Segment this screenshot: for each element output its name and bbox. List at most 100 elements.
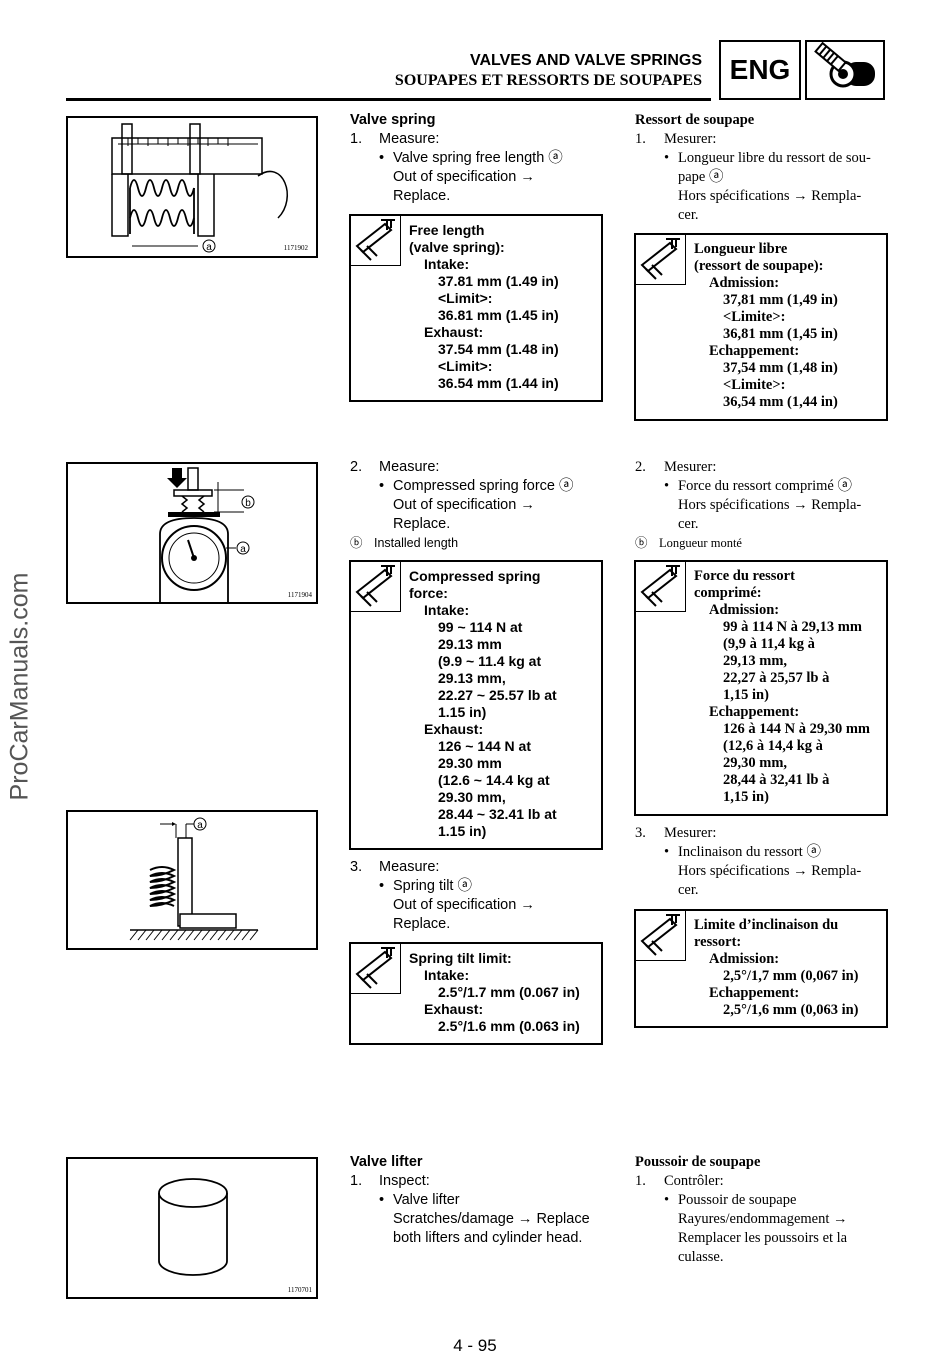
engine-wrench-icon	[805, 40, 885, 100]
spec-line: ressort:	[694, 934, 742, 950]
spec-value: 37.54 mm (1.48 in)	[438, 341, 559, 357]
item-text: Poussoir de soupape	[678, 1192, 797, 1208]
side-watermark: ProCarManuals.com	[5, 572, 34, 801]
spec-line: Admission:	[709, 602, 780, 618]
replace-text: Replace.	[393, 916, 451, 932]
caliper-icon	[636, 562, 686, 612]
oos-text: Out of specification →	[393, 897, 535, 913]
spec-box-free-length-fr: Longueur libre (ressort de soupape): Adm…	[634, 233, 888, 421]
spec-line: (valve spring):	[409, 239, 505, 255]
spec-line: Limite d’inclinaison du	[694, 917, 839, 933]
caliper-icon	[351, 562, 401, 612]
spec-value: (12,6 à 14,4 kg à	[723, 738, 823, 754]
oos-text: Hors spécifications → Rempla-	[678, 188, 862, 204]
item-text: Valve spring free length ⓐ	[393, 150, 563, 166]
spec-value: (12.6 ~ 14.4 kg at	[438, 772, 550, 788]
spec-line: Exhaust:	[424, 1001, 484, 1017]
step-number: 2.	[350, 459, 363, 475]
bullet: •	[379, 478, 385, 494]
bullet: •	[664, 1192, 670, 1208]
spec-value: 126 à 144 N à 29,30 mm	[723, 721, 871, 737]
replace-text: Replace.	[393, 516, 451, 532]
spec-box-compressed-force: Compressed spring force: Intake: 99 ~ 11…	[349, 560, 603, 850]
figure-code: 1171902	[284, 244, 309, 252]
figure-valve-lifter: 1170701	[66, 1157, 318, 1299]
valve-lifter-section-fr: Poussoir de soupape 1.Contrôler: •Pousso…	[635, 1153, 890, 1267]
step-number: 3.	[350, 859, 363, 875]
spec-line: comprimé:	[694, 585, 762, 601]
spec-line: <Limit>:	[438, 290, 493, 306]
figure-spring-scale: b a 1171904	[66, 462, 318, 604]
section-heading: Valve spring	[350, 112, 436, 128]
figure-label-a: a	[197, 820, 203, 831]
figure-spring-tilt: a	[66, 810, 318, 950]
spec-value: 22,27 à 25,57 lb à	[723, 670, 830, 686]
step-text: Contrôler:	[664, 1173, 724, 1189]
caliper-icon	[351, 216, 401, 266]
spec-value: (9.9 ~ 11.4 kg at	[438, 653, 542, 669]
spec-line: <Limite>:	[723, 377, 786, 393]
caliper-icon	[351, 944, 401, 994]
item-text: Force du ressort comprimé ⓐ	[678, 478, 852, 494]
section-subtitle: SOUPAPES ET RESSORTS DE SOUPAPES	[394, 72, 702, 89]
header-rule	[66, 98, 711, 101]
section-heading: Valve lifter	[350, 1154, 423, 1170]
spec-line: Echappement:	[709, 343, 800, 359]
bullet: •	[379, 878, 385, 894]
section-title: VALVES AND VALVE SPRINGS	[469, 52, 702, 69]
bullet: •	[664, 478, 670, 494]
spec-box-compressed-force-fr: Force du ressort comprimé: Admission: 99…	[634, 560, 888, 816]
item-text: Compressed spring force ⓐ	[393, 478, 574, 494]
valve-spring-section-fr: Ressort de soupape 1.Mesurer: •Longueur …	[635, 111, 890, 225]
figure-code: 1170701	[288, 1286, 313, 1294]
step-text: Mesurer:	[664, 131, 717, 147]
item-text: Rayures/endommagement →	[678, 1211, 848, 1227]
bullet: •	[664, 844, 670, 860]
step-number: 3.	[635, 825, 646, 841]
oos-text: cer.	[678, 516, 699, 532]
compressed-force-section-en: 2.Measure: •Compressed spring force ⓐ Ou…	[350, 458, 610, 553]
step-number: 1.	[635, 1173, 646, 1189]
spec-value: 2.5°/1.7 mm (0.067 in)	[438, 984, 580, 1000]
note-mark: ⓑ	[350, 536, 363, 550]
bullet: •	[664, 150, 670, 166]
spec-line: Longueur libre	[694, 241, 788, 257]
spec-value: 36.54 mm (1.44 in)	[438, 375, 559, 391]
step-number: 1.	[350, 131, 363, 147]
spec-value: 22.27 ~ 25.57 lb at	[438, 687, 557, 703]
spec-value: 29,30 mm,	[723, 755, 788, 771]
spec-value: 1,15 in)	[723, 687, 769, 703]
bullet: •	[379, 150, 385, 166]
step-text: Measure:	[379, 459, 440, 475]
step-text: Measure:	[379, 131, 440, 147]
item-text: both lifters and cylinder head.	[393, 1230, 583, 1246]
spec-value: 1.15 in)	[438, 823, 487, 839]
spec-line: Exhaust:	[424, 324, 484, 340]
figure-label-a: a	[206, 242, 212, 253]
step-number: 1.	[350, 1173, 363, 1189]
oos-text: Out of specification →	[393, 169, 535, 185]
spec-box-spring-tilt-fr: Limite d’inclinaison du ressort: Admissi…	[634, 909, 888, 1028]
step-number: 1.	[635, 131, 646, 147]
item-text: Scratches/damage → Replace	[393, 1211, 590, 1227]
spec-value: 29.13 mm,	[438, 670, 506, 686]
section-heading: Ressort de soupape	[635, 112, 755, 128]
spec-line: Force du ressort	[694, 568, 795, 584]
oos-text: cer.	[678, 882, 699, 898]
spec-value: 28,44 à 32,41 lb à	[723, 772, 830, 788]
step-text: Mesurer:	[664, 459, 717, 475]
valve-lifter-section-en: Valve lifter 1.Inspect: •Valve lifter Sc…	[350, 1153, 620, 1248]
spec-value: 36,54 mm (1,44 in)	[723, 394, 838, 410]
spec-value: 2,5°/1,6 mm (0,063 in)	[723, 1002, 859, 1018]
compressed-force-section-fr: 2.Mesurer: •Force du ressort comprimé ⓐ …	[635, 458, 890, 553]
spec-line: <Limit>:	[438, 358, 493, 374]
spec-line: Free length	[409, 222, 485, 238]
spec-line: Compressed spring	[409, 568, 541, 584]
spec-value: 37,81 mm (1,49 in)	[723, 292, 838, 308]
spec-value: 37,54 mm (1,48 in)	[723, 360, 838, 376]
spec-value: 99 à 114 N à 29,13 mm	[723, 619, 862, 635]
note-text: Installed length	[374, 536, 459, 550]
figure-caliper-spring: a 1171902	[66, 116, 318, 258]
spec-value: 29,13 mm,	[723, 653, 788, 669]
item-text: Valve lifter	[393, 1192, 460, 1208]
